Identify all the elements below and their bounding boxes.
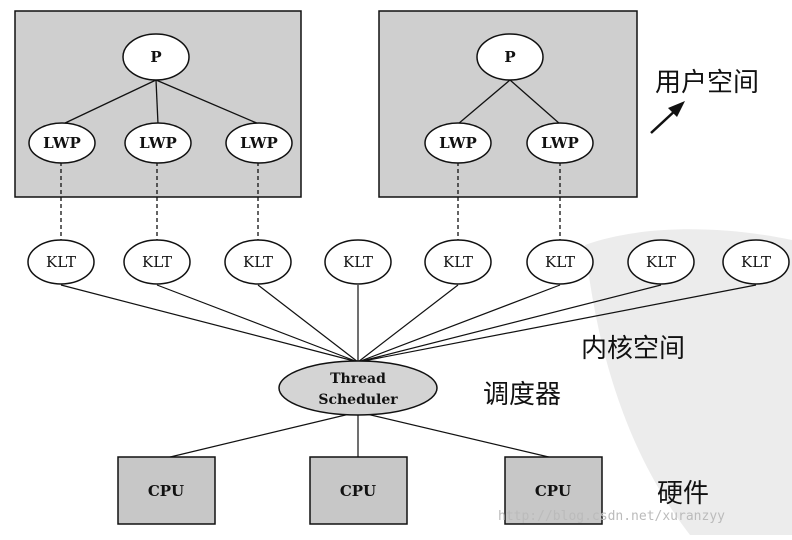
scheduler-label-line1: Thread — [330, 371, 386, 387]
arrow-up-right-icon — [650, 101, 685, 134]
hardware-label: 硬件 — [657, 479, 709, 509]
process-node-right: P — [476, 33, 544, 81]
process-node-left: P — [122, 33, 190, 81]
lwp-node-4: LWP — [424, 122, 492, 164]
scheduler-label-line2: Scheduler — [318, 392, 398, 408]
process-to-lwp-lines — [62, 79, 561, 125]
klt-node-7: KLT — [627, 239, 695, 285]
thread-scheduler-node: Thread Scheduler — [278, 360, 438, 416]
kernel-space-label: 内核空间 — [581, 334, 685, 364]
klt-node-3: KLT — [224, 239, 292, 285]
lwp-node-3: LWP — [225, 122, 293, 164]
klt-label: KLT — [142, 253, 172, 271]
lwp-label: LWP — [43, 134, 81, 152]
klt-label: KLT — [243, 253, 273, 271]
lwp-node-5: LWP — [526, 122, 594, 164]
klt-label: KLT — [545, 253, 575, 271]
lwp-label: LWP — [541, 134, 579, 152]
klt-label: KLT — [646, 253, 676, 271]
lwp-label: LWP — [439, 134, 477, 152]
lwp-to-klt-dashed-lines — [60, 162, 561, 240]
cpu-box-1: CPU — [117, 456, 216, 525]
scheduler-cn-label: 调度器 — [483, 380, 561, 410]
klt-node-5: KLT — [424, 239, 492, 285]
user-space-label: 用户空间 — [655, 68, 759, 98]
klt-label: KLT — [343, 253, 373, 271]
process-label: P — [504, 48, 515, 66]
lwp-label: LWP — [139, 134, 177, 152]
klt-node-2: KLT — [123, 239, 191, 285]
lwp-label: LWP — [240, 134, 278, 152]
watermark-url: http://blog.csdn.net/xuranzyy — [498, 509, 725, 524]
klt-node-6: KLT — [526, 239, 594, 285]
cpu-label: CPU — [340, 482, 376, 500]
klt-to-scheduler-lines — [60, 284, 757, 363]
watermark-seal — [585, 229, 792, 535]
lwp-node-2: LWP — [124, 122, 192, 164]
klt-label: KLT — [443, 253, 473, 271]
cpu-box-2: CPU — [309, 456, 408, 525]
cpu-label: CPU — [535, 482, 571, 500]
process-label: P — [150, 48, 161, 66]
klt-label: KLT — [46, 253, 76, 271]
klt-node-8: KLT — [722, 239, 790, 285]
cpu-box-3: CPU — [504, 456, 603, 525]
klt-label: KLT — [741, 253, 771, 271]
scheduler-to-cpu-lines — [165, 411, 554, 459]
klt-node-4: KLT — [324, 239, 392, 285]
cpu-label: CPU — [148, 482, 184, 500]
klt-node-1: KLT — [27, 239, 95, 285]
lwp-node-1: LWP — [28, 122, 96, 164]
